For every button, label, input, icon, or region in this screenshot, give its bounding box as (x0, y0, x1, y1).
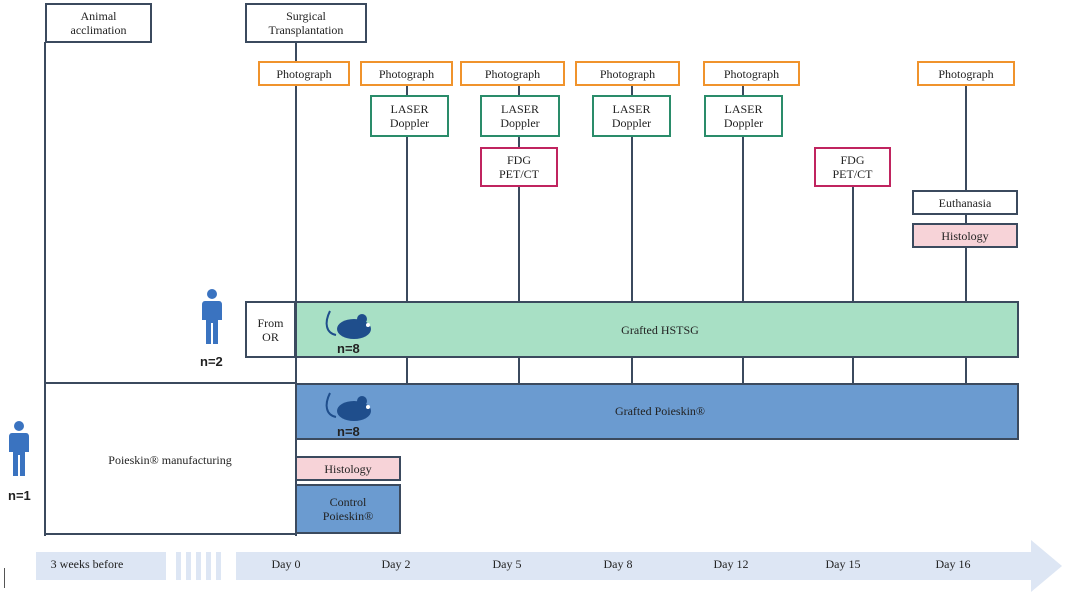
day0-line (295, 42, 297, 536)
timeline-label: Day 12 (713, 557, 749, 571)
human-icon (9, 421, 29, 476)
grafted-poieskin-band (295, 383, 1019, 440)
mouse-icon (325, 392, 371, 421)
laser-doppler-day12: LASER Doppler (704, 95, 783, 137)
timeline-arrow (36, 540, 1062, 592)
laser-doppler-day8: LASER Doppler (592, 95, 671, 137)
timeline-label: Day 8 (603, 557, 633, 571)
histology-day16: Histology (912, 223, 1018, 248)
day8-line (631, 85, 633, 383)
timeline-label: Day 16 (935, 557, 971, 571)
grafted-poieskin-label: Grafted Poieskin® (614, 404, 706, 418)
day15-line (852, 185, 854, 383)
timeline-label: 3 weeks before (50, 557, 124, 571)
day2-line (406, 85, 408, 383)
photograph-day0: Photograph (258, 61, 350, 86)
manufacturing-bottom-line (44, 533, 296, 535)
grafted-hstsg-band (295, 301, 1019, 358)
photograph-day16: Photograph (917, 61, 1015, 86)
day5-line (518, 85, 520, 383)
from-or-box: From OR (245, 301, 296, 358)
n-donor-bottom-label: n=1 (8, 488, 31, 503)
acclimation-left-line (44, 42, 46, 536)
photograph-day12: Photograph (703, 61, 800, 86)
laser-doppler-day5: LASER Doppler (480, 95, 560, 137)
stage-transplantation: Surgical Transplantation (245, 3, 367, 43)
day12-line (742, 85, 744, 383)
laser-doppler-day2: LASER Doppler (370, 95, 449, 137)
euthanasia-box: Euthanasia (912, 190, 1018, 215)
fdg-pet-ct-day5: FDG PET/CT (480, 147, 558, 187)
timeline-label: Day 15 (825, 557, 861, 571)
timeline-label: Day 2 (381, 557, 411, 571)
photograph-day2: Photograph (360, 61, 453, 86)
mouse-icon (325, 310, 371, 339)
manufacturing-label: Poieskin® manufacturing (108, 453, 232, 467)
control-poieskin-box: Control Poieskin® (295, 484, 401, 534)
photograph-day8: Photograph (575, 61, 680, 86)
histology-day0: Histology (295, 456, 401, 481)
human-icon (202, 289, 222, 344)
fdg-pet-ct-day15: FDG PET/CT (814, 147, 891, 187)
n-donor-top-label: n=2 (200, 354, 223, 369)
stage-acclimation: Animal acclimation (45, 3, 152, 43)
timeline-tick (4, 568, 5, 588)
n-hstsg-label: n=8 (337, 341, 360, 356)
timeline-label: Day 5 (492, 557, 522, 571)
n-poieskin-label: n=8 (337, 424, 360, 439)
grafted-hstsg-label: Grafted HSTSG (621, 323, 699, 337)
timeline-label: Day 0 (271, 557, 301, 571)
manufacturing-top-line (44, 382, 296, 384)
photograph-day5: Photograph (460, 61, 565, 86)
